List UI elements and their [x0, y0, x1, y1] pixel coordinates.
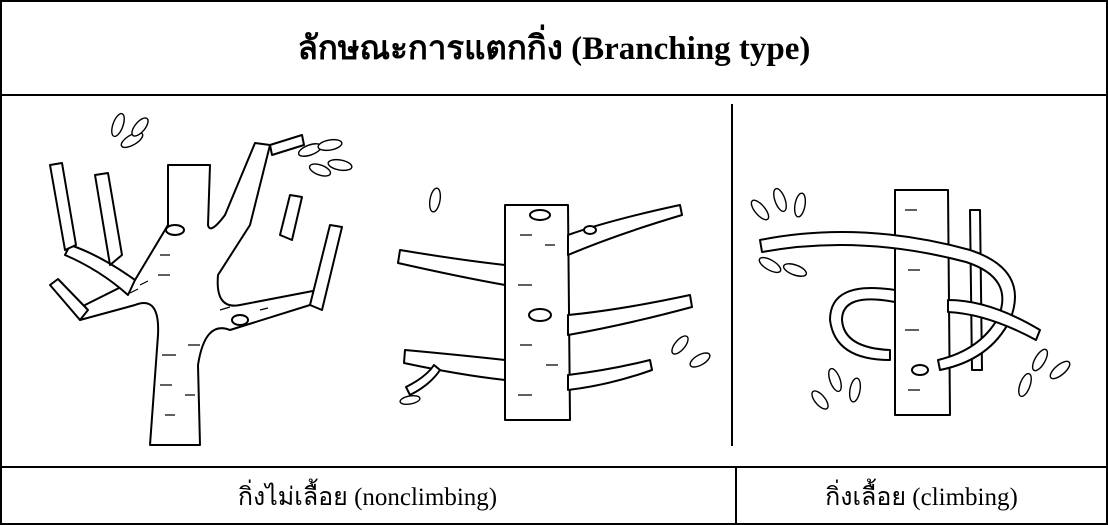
page-title: ลักษณะการแตกกิ่ง (Branching type) — [0, 0, 1108, 95]
horizontal-branches-tree-icon — [380, 185, 725, 425]
climbing-branches-tree-icon — [740, 170, 1085, 420]
image-divider — [731, 104, 733, 446]
caption-nonclimbing: กิ่งไม่เลื้อย (nonclimbing) — [0, 468, 735, 525]
caption-climbing: กิ่งเลื้อย (climbing) — [737, 468, 1106, 525]
forked-branches-tree-icon — [40, 105, 370, 450]
